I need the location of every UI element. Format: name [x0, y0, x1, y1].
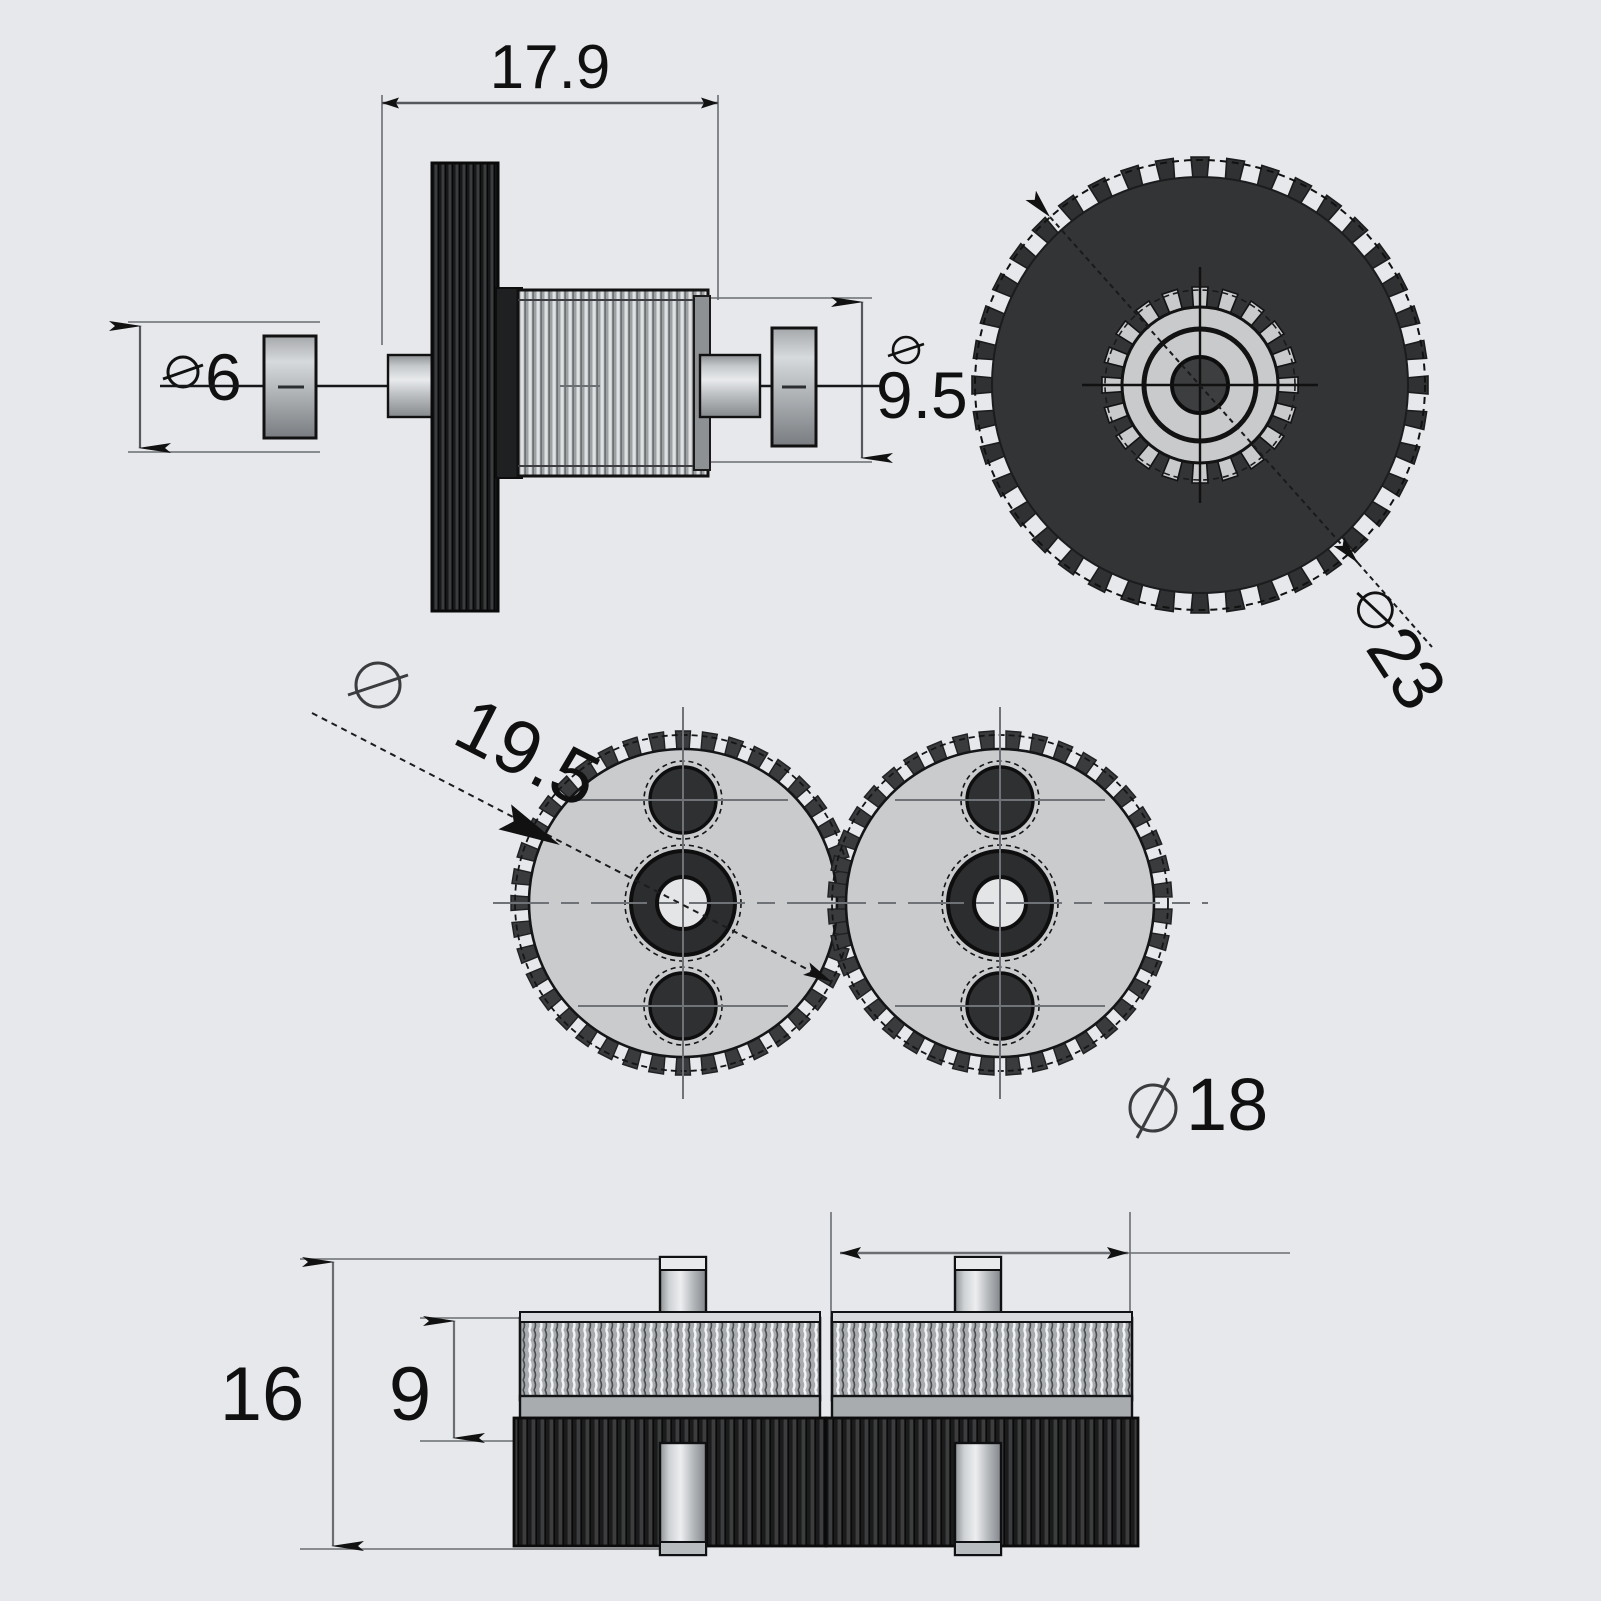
dia-symbol-19-5 [347, 661, 409, 709]
dia-symbol-18 [1128, 1077, 1178, 1139]
dia-symbol-23 [1356, 591, 1395, 629]
view-large-gear-face: 23 [971, 156, 1462, 724]
view-top-section: 17.9 6 9.5 [109, 33, 968, 613]
mesh-right-centerlines [810, 707, 1208, 1099]
dim-9-5: 9.5 [831, 297, 968, 463]
shaft-right-stub [698, 353, 762, 419]
bottom-gear-stack-right [824, 1255, 1140, 1557]
dim-6: 6 [109, 321, 242, 453]
mesh-gear-left [493, 707, 873, 1099]
bottom-gear-stack-left [512, 1255, 828, 1557]
dim-18: 18 [1128, 1063, 1268, 1146]
dim-17-9-label: 17.9 [490, 33, 611, 102]
view-meshing-gear-pair: 19.5 18 [311, 661, 1268, 1146]
dim-23-leader [1025, 190, 1433, 648]
view-bottom-assembly: 16 9 [220, 1212, 1290, 1557]
dim-6-label: 6 [205, 340, 242, 414]
dim-9-5-label: 9.5 [876, 358, 968, 432]
dia-symbol-9-5 [887, 335, 925, 365]
dim-9: 9 [389, 1316, 485, 1443]
dim-9-label: 9 [389, 1352, 431, 1437]
dim-18-label: 18 [1186, 1063, 1268, 1146]
dim-16-label: 16 [220, 1352, 305, 1437]
dim-16: 16 [220, 1257, 364, 1551]
left-bush-part [262, 334, 318, 440]
pinion-body-side [516, 288, 711, 478]
mesh-left-centerlines [493, 707, 873, 1099]
mesh-gear-right [810, 707, 1208, 1099]
right-bush-part [770, 326, 818, 448]
dim-17-9: 17.9 [382, 33, 718, 109]
